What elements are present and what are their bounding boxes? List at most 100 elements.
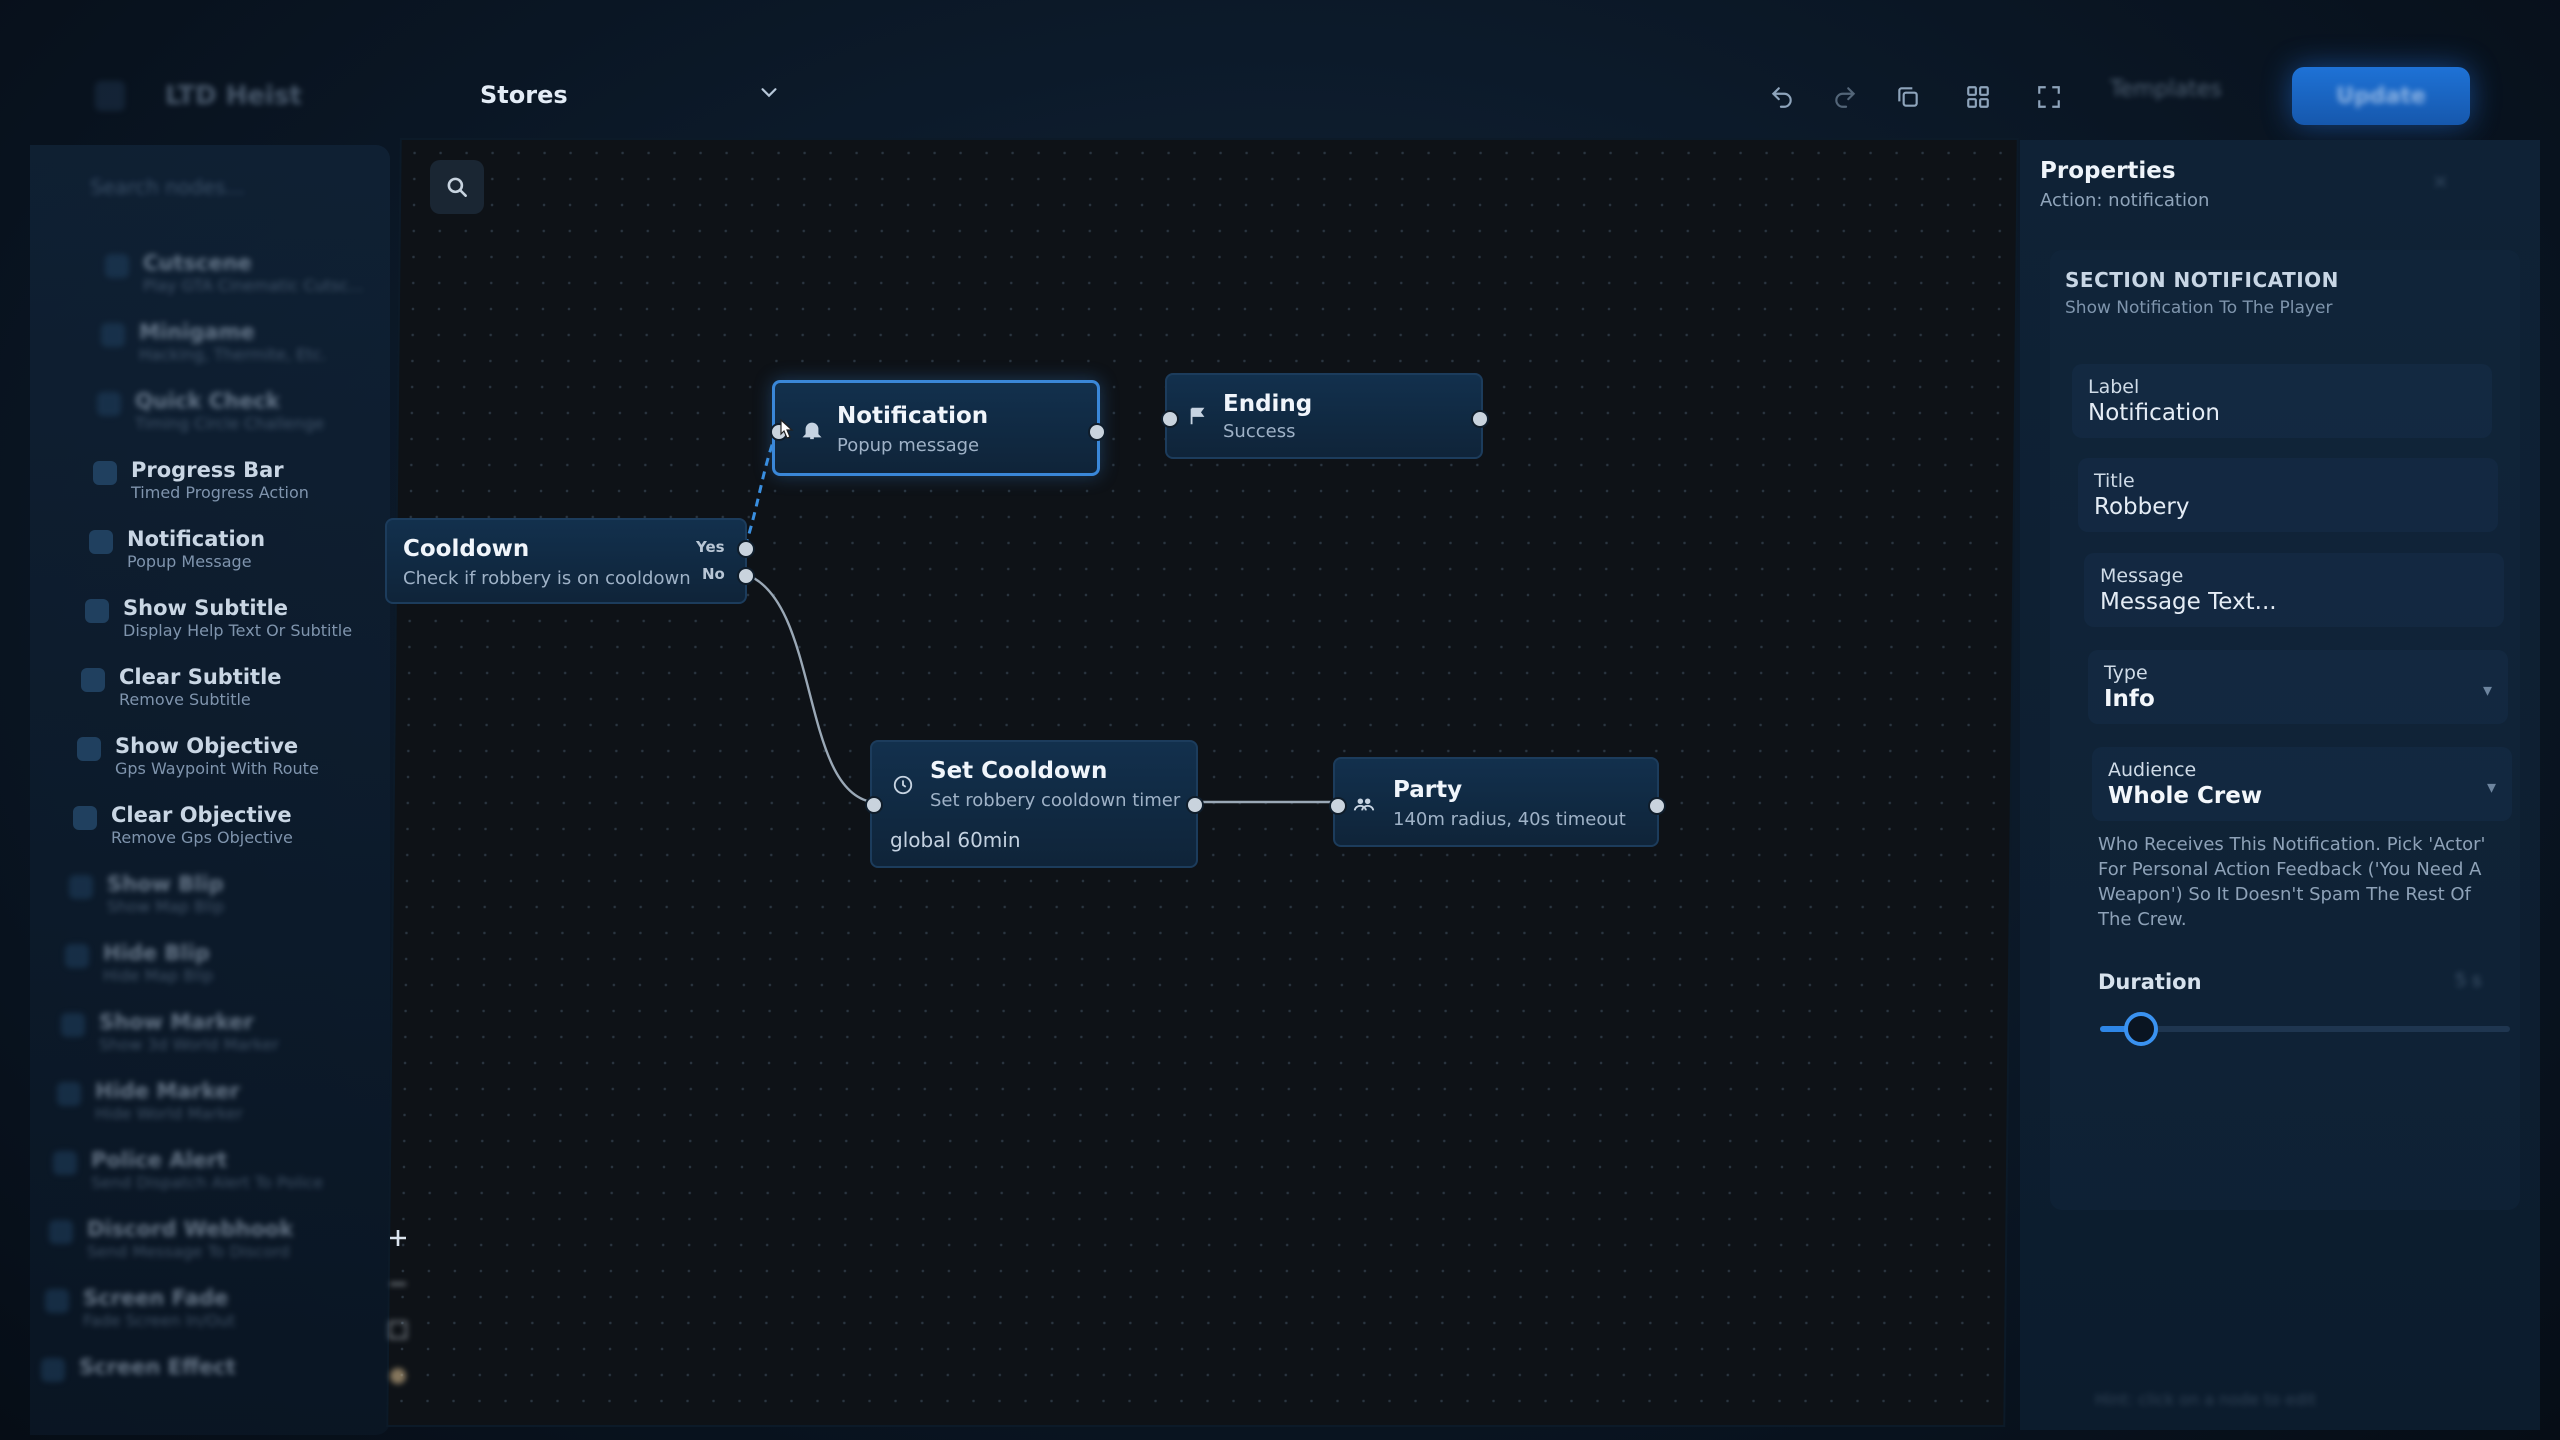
message-field[interactable]: Message Message Text... xyxy=(2084,553,2504,627)
output-port[interactable] xyxy=(1648,797,1666,815)
palette-item-subtitle: Display Help Text Or Subtitle xyxy=(123,621,353,640)
project-select-value: Stores xyxy=(480,81,568,109)
templates-button[interactable]: Templates xyxy=(2110,77,2222,102)
app-brand: LTD Heist xyxy=(165,81,302,111)
plus-icon xyxy=(390,1230,406,1246)
duplicate-button[interactable] xyxy=(1886,75,1930,119)
palette-item-title: Show Blip xyxy=(107,872,224,896)
node-title: Set Cooldown xyxy=(930,758,1108,784)
port-label-yes: Yes xyxy=(696,538,725,556)
field-label: Label xyxy=(2088,376,2140,398)
palette-item-subtitle: Show 3d World Marker xyxy=(99,1035,279,1054)
close-icon[interactable]: ✕ xyxy=(2432,170,2449,194)
field-label: Type xyxy=(2104,662,2148,684)
field-value: Robbery xyxy=(2094,494,2190,520)
duration-slider[interactable] xyxy=(2100,1012,2510,1046)
palette-item-subtitle: Timed Progress Action xyxy=(131,483,309,502)
palette-item-subtitle: Remove Gps Objective xyxy=(111,828,293,847)
group-icon xyxy=(1353,798,1375,811)
node-subtitle: Popup message xyxy=(837,435,980,456)
input-port[interactable] xyxy=(1161,410,1179,428)
grid-view-button[interactable] xyxy=(1956,75,2000,119)
palette-item-title: Discord Webhook xyxy=(87,1217,294,1241)
node-type-icon xyxy=(45,1289,69,1313)
input-port[interactable] xyxy=(1329,797,1347,815)
menu-icon[interactable] xyxy=(95,81,125,111)
graph-canvas[interactable] xyxy=(388,140,2017,1425)
node-title: Notification xyxy=(837,403,989,429)
palette-item-title: Progress Bar xyxy=(131,458,284,482)
update-button[interactable]: Update xyxy=(2292,67,2470,125)
output-port-no[interactable] xyxy=(737,567,755,585)
palette-item-title: Police Alert xyxy=(91,1148,228,1172)
field-label: Message xyxy=(2100,565,2184,587)
search-icon xyxy=(447,177,467,197)
node-type-icon xyxy=(105,254,129,278)
audience-select[interactable]: Audience Whole Crew ▾ xyxy=(2092,747,2512,821)
node-type-icon xyxy=(65,944,89,968)
redo-button[interactable] xyxy=(1823,75,1867,119)
field-value: Notification xyxy=(2088,400,2220,426)
clock-icon xyxy=(893,775,913,795)
node-set-cooldown[interactable]: Set Cooldown Set robbery cooldown timer … xyxy=(865,740,1204,868)
label-field[interactable]: Label Notification xyxy=(2072,364,2492,438)
palette-item-subtitle: Send Message To Discord xyxy=(87,1242,290,1261)
input-port[interactable] xyxy=(865,796,883,814)
lock-canvas-button[interactable] xyxy=(380,1358,416,1394)
output-port[interactable] xyxy=(1186,796,1204,814)
node-subtitle: Set robbery cooldown timer xyxy=(930,790,1181,811)
canvas-search-button[interactable] xyxy=(430,160,484,214)
duration-slider-thumb[interactable] xyxy=(2124,1012,2158,1046)
type-select[interactable]: Type Info ▾ xyxy=(2088,650,2508,724)
palette-item-subtitle: Hacking, Thermite, Etc. xyxy=(139,345,327,364)
lock-icon xyxy=(390,1368,406,1384)
palette-item-title: Show Subtitle xyxy=(123,596,289,620)
node-party[interactable]: Party 140m radius, 40s timeout xyxy=(1329,757,1666,847)
fit-view-button[interactable] xyxy=(2027,75,2071,119)
output-port[interactable] xyxy=(1088,423,1106,441)
palette-item-subtitle: Fade Screen In/Out xyxy=(83,1311,235,1330)
field-label: Audience xyxy=(2108,759,2197,781)
palette-item-subtitle: Timing Circle Challenge xyxy=(135,414,325,433)
node-type-icon xyxy=(61,1013,85,1037)
palette-item-title: Notification xyxy=(127,527,266,551)
output-port[interactable] xyxy=(1471,410,1489,428)
field-value: Whole Crew xyxy=(2108,783,2263,809)
zoom-out-button[interactable] xyxy=(380,1266,416,1302)
title-field[interactable]: Title Robbery xyxy=(2078,458,2498,532)
node-cooldown[interactable]: Cooldown Check if robbery is on cooldown… xyxy=(385,518,755,604)
palette-search[interactable]: Search nodes... xyxy=(90,165,380,209)
zoom-in-button[interactable] xyxy=(380,1220,416,1256)
node-ending[interactable]: Ending Success xyxy=(1161,373,1489,459)
node-type-icon xyxy=(81,668,105,692)
node-title: Cooldown xyxy=(403,536,530,562)
duration-slider-fill xyxy=(2100,1026,2141,1032)
node-notification[interactable]: Notification Popup message xyxy=(770,380,1106,476)
node-type-icon xyxy=(49,1220,73,1244)
palette-item[interactable]: Screen Effect xyxy=(41,1354,236,1382)
grid-icon xyxy=(1967,86,1989,108)
field-placeholder: Message Text... xyxy=(2100,589,2277,615)
palette-search-placeholder: Search nodes... xyxy=(90,175,245,199)
project-select[interactable]: Stores xyxy=(460,69,800,121)
output-port-yes[interactable] xyxy=(737,540,755,558)
fit-canvas-button[interactable] xyxy=(380,1312,416,1348)
undo-button[interactable] xyxy=(1760,75,1804,119)
